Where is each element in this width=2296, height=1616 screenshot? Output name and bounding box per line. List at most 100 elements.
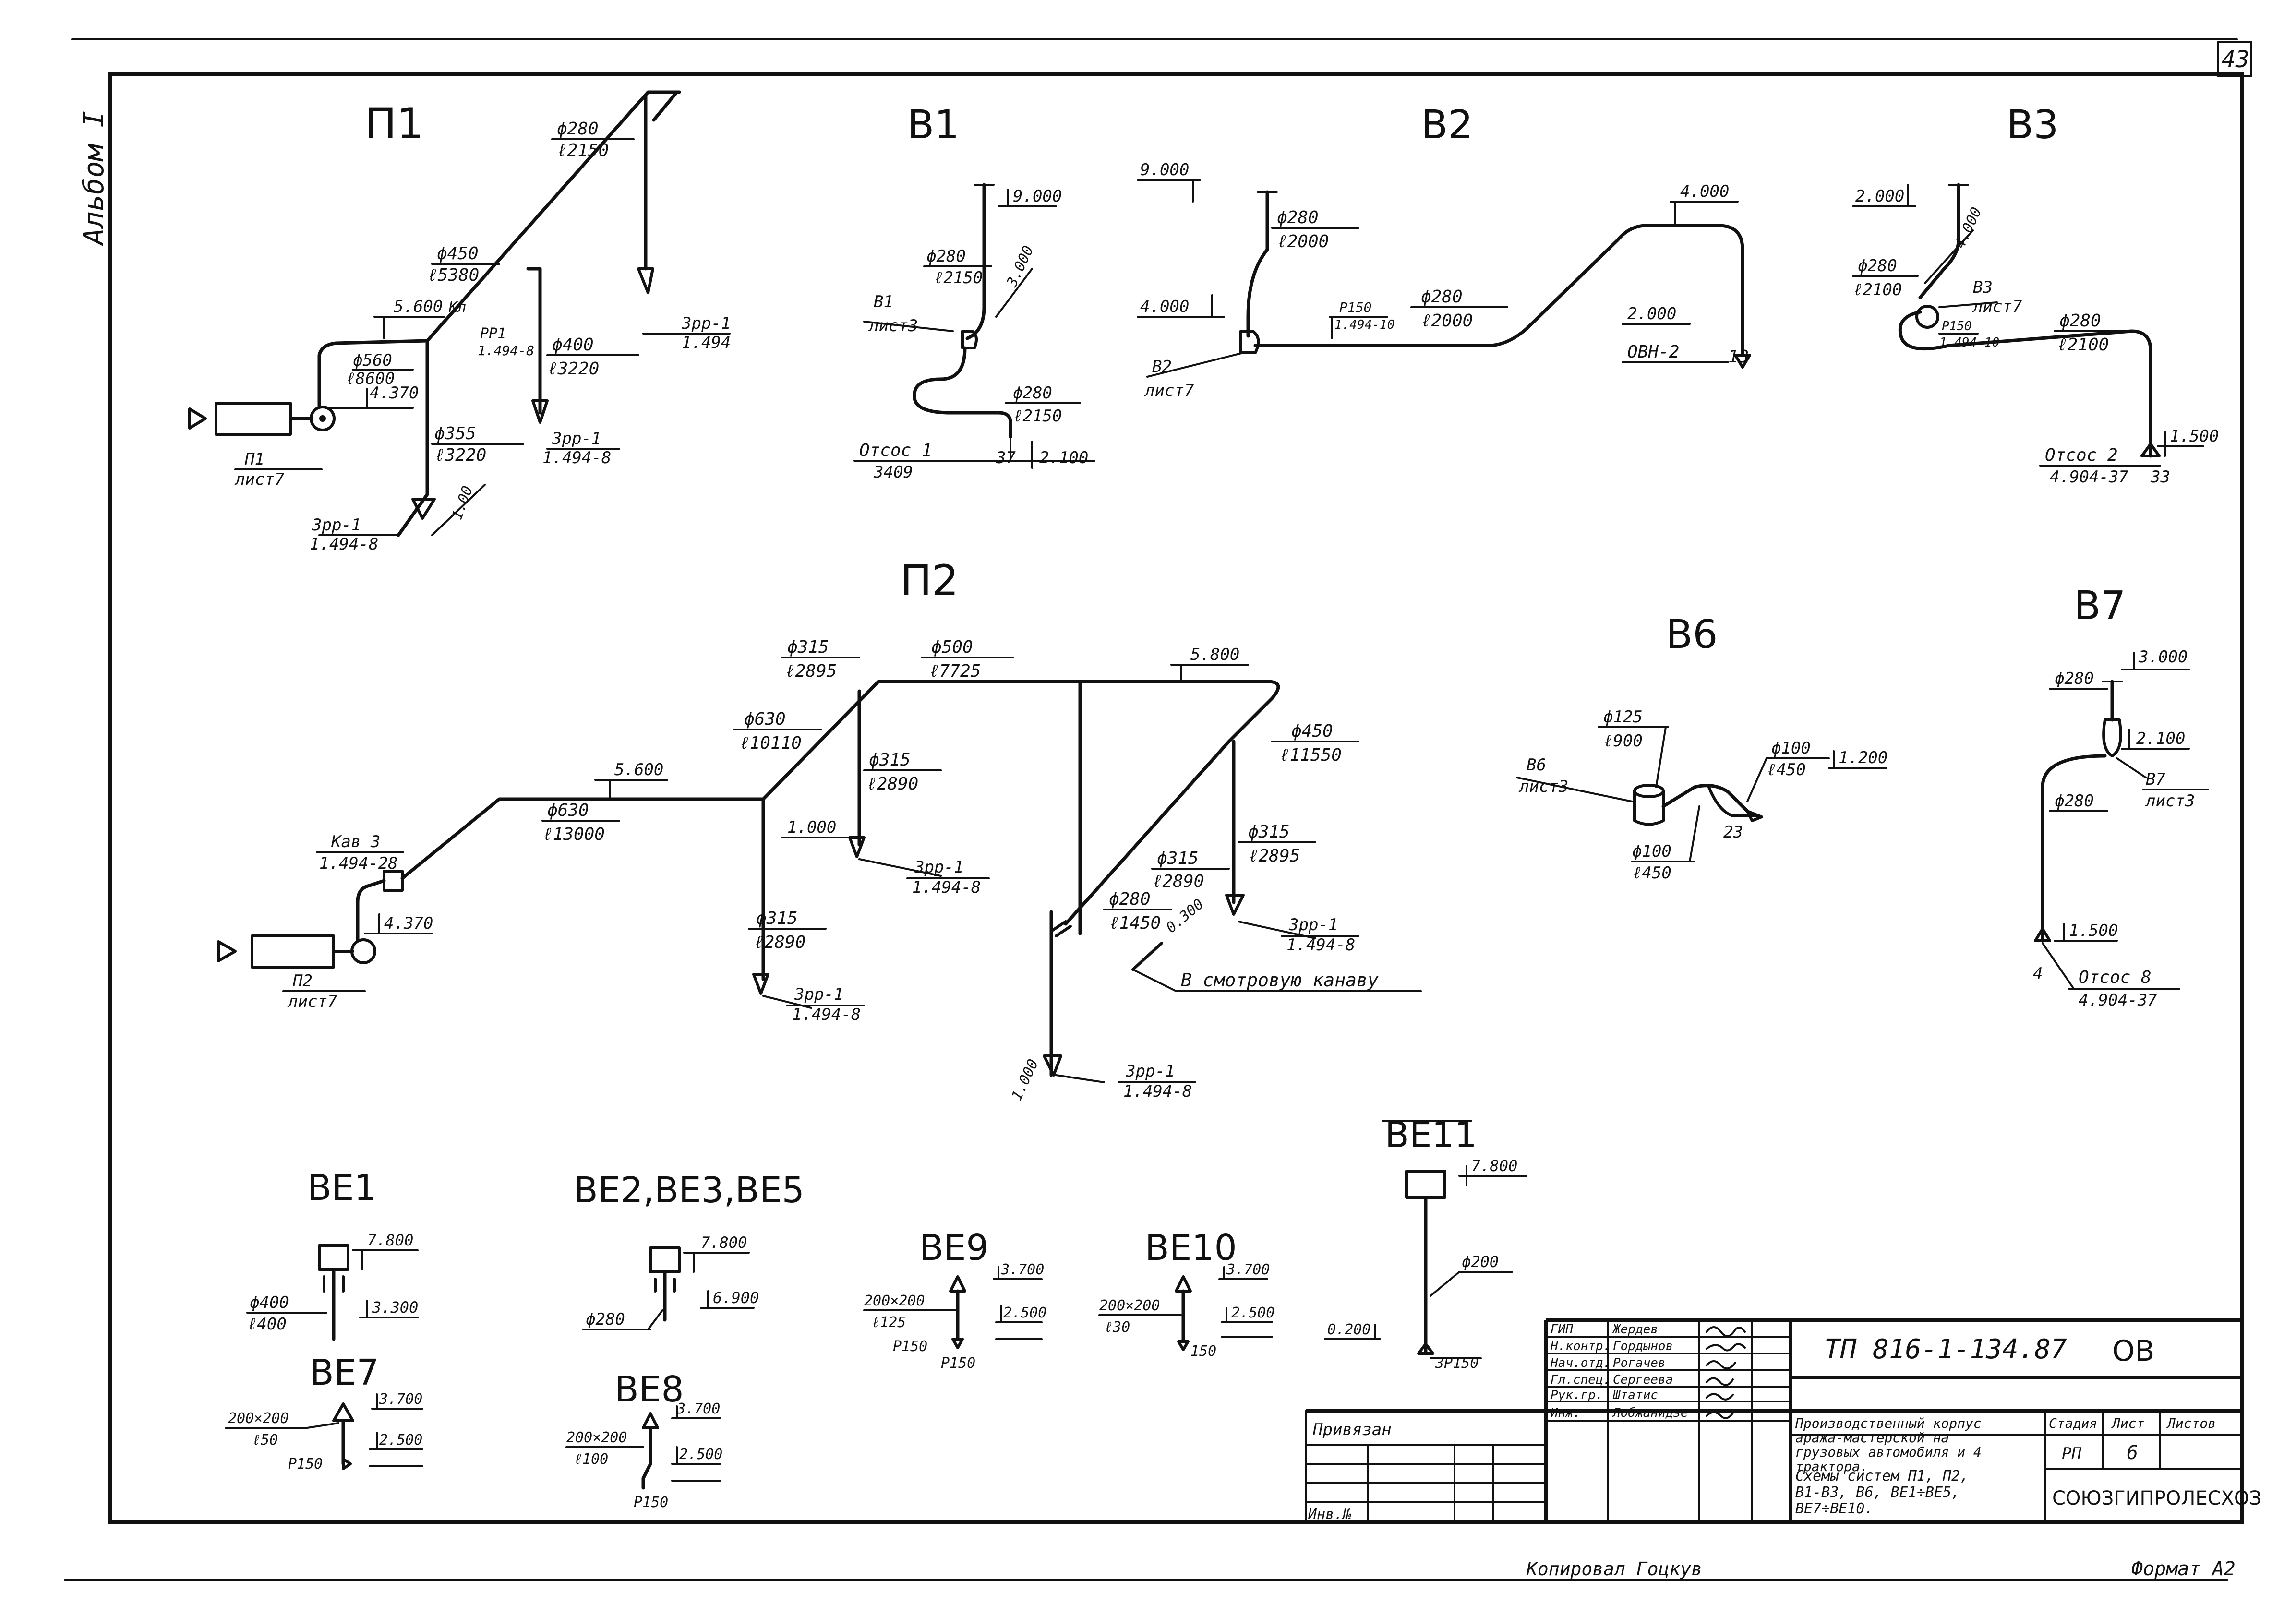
v7-e3000: 3.000 bbox=[2138, 647, 2188, 667]
v6-l900: ℓ900 bbox=[1603, 731, 1643, 751]
be235-e6900: 6.900 bbox=[713, 1289, 759, 1307]
v6-unit-label: В6 bbox=[1527, 755, 1546, 775]
p2-d315c: ϕ315 bbox=[1248, 822, 1290, 842]
sheet-frame bbox=[64, 38, 2252, 1581]
p2-l10110: ℓ10110 bbox=[739, 733, 802, 753]
v2-e4000a: 4.000 bbox=[1140, 297, 1189, 316]
p2-l2890a: ℓ2890 bbox=[866, 774, 918, 794]
system-be10-title: ВЕ10 bbox=[1145, 1227, 1237, 1269]
v6-l450a: ℓ450 bbox=[1767, 760, 1806, 779]
v2-unit-label: В2 bbox=[1152, 357, 1172, 376]
p2-kav: Кав 3 bbox=[331, 832, 380, 851]
p2-unit-label: П2 bbox=[292, 971, 313, 991]
p1-l5380: ℓ5380 bbox=[427, 265, 479, 285]
v6-d125: ϕ125 bbox=[1603, 707, 1643, 727]
v3-p150-code: 1.494-10 bbox=[1939, 335, 1999, 350]
v3-e2000: 2.000 bbox=[1855, 187, 1904, 206]
v3-p150: Р150 bbox=[1942, 319, 1972, 334]
p1-e100: 1.00 bbox=[449, 484, 477, 522]
v2-e2000: 2.000 bbox=[1627, 304, 1676, 323]
v3-fan-icon bbox=[1915, 305, 1939, 329]
title-block bbox=[1305, 1318, 2243, 1523]
stamp-sheets-label: Листов bbox=[2166, 1415, 2216, 1431]
p1-zrp-top: 3рр-1 bbox=[681, 314, 731, 333]
p2-d315e: ϕ315 bbox=[756, 909, 798, 928]
v1-e2100: 2.100 bbox=[1039, 448, 1088, 467]
v7-sheet-label: лист3 bbox=[2145, 791, 2195, 811]
be1-e7800: 7.800 bbox=[367, 1231, 413, 1249]
be8-e3700: 3.700 bbox=[676, 1401, 720, 1417]
system-v6-title: В6 bbox=[1666, 612, 1718, 658]
system-p2: П2 ϕ315 ℓ2895 ϕ500 ℓ7725 5.800 ϕ630 ℓ101… bbox=[217, 556, 1422, 1103]
system-be235: ВЕ2,ВЕ3,ВЕ5 7.800 6.900 ϕ280 bbox=[574, 1170, 805, 1330]
stamp-section: ОВ bbox=[2112, 1334, 2154, 1368]
p2-d500: ϕ500 bbox=[931, 637, 973, 657]
v6-roof-fan-icon bbox=[1633, 784, 1665, 798]
stamp-role-4: Рук.гр. bbox=[1551, 1388, 1603, 1402]
v3-e1500: 1.500 bbox=[2170, 427, 2219, 446]
v2-d280a: ϕ280 bbox=[1277, 208, 1319, 227]
format-label: Формат А2 bbox=[2131, 1558, 2236, 1580]
stamp-role-5: Инж. bbox=[1550, 1406, 1581, 1420]
p2-l2890b: ℓ2890 bbox=[1152, 872, 1204, 891]
stamp-project-title: Производственный корпус аража-мастерской… bbox=[1795, 1415, 1990, 1474]
v1-otsos-code: 3409 bbox=[873, 463, 913, 482]
system-v3: В3 2.000 4.000 ϕ280 ℓ2100 В3 лист7 Р150 … bbox=[1852, 102, 2219, 487]
v1-unit-label: В1 bbox=[874, 292, 893, 311]
p2-l1450: ℓ1450 bbox=[1109, 913, 1161, 933]
v3-otsos: Отсос 2 bbox=[2045, 445, 2118, 465]
p2-kav-code: 1.494-28 bbox=[319, 854, 398, 873]
stamp-role-0: ГИП bbox=[1551, 1322, 1573, 1337]
system-v7-title: В7 bbox=[2074, 583, 2126, 629]
v3-d280b: ϕ280 bbox=[2059, 311, 2101, 331]
v7-n4: 4 bbox=[2033, 964, 2043, 983]
p2-l11550: ℓ11550 bbox=[1279, 745, 1342, 765]
stamp-name-3: Сергеева bbox=[1613, 1373, 1673, 1387]
be10-size: 200×200 bbox=[1099, 1297, 1160, 1314]
p2-fan-unit bbox=[251, 934, 335, 969]
system-be1: ВЕ1 7.800 ϕ400 ℓ400 3.300 bbox=[246, 1167, 419, 1341]
p1-d355: ϕ355 bbox=[434, 424, 476, 443]
p1-zrp-mid: 3рр-1 bbox=[552, 429, 601, 448]
p2-l2895a: ℓ2895 bbox=[785, 661, 837, 681]
p1-rp1-code: 1.494-8 bbox=[478, 343, 534, 359]
p1-rp1: РР1 bbox=[480, 325, 506, 342]
p2-zrp3: 3рр-1 bbox=[794, 985, 843, 1004]
be10-e3700: 3.700 bbox=[1226, 1261, 1270, 1278]
p1-unit-label: П1 bbox=[244, 450, 264, 469]
stamp-role-1: Н.контр. bbox=[1550, 1339, 1611, 1353]
stamp-name-5: Лобжанидзе bbox=[1612, 1406, 1688, 1420]
system-v2-title: В2 bbox=[1421, 102, 1473, 148]
p1-fan-unit bbox=[215, 402, 292, 436]
p2-e5800: 5.800 bbox=[1190, 645, 1239, 664]
p1-zrp-bot: 3рр-1 bbox=[312, 515, 361, 535]
system-be7-title: ВЕ7 bbox=[310, 1352, 379, 1393]
p1-d400: ϕ400 bbox=[552, 335, 594, 355]
p2-d450: ϕ450 bbox=[1291, 721, 1333, 741]
system-be8-title: ВЕ8 bbox=[614, 1369, 684, 1410]
p2-l7725: ℓ7725 bbox=[929, 661, 981, 681]
v3-otsos-code: 4.904-37 bbox=[2050, 467, 2128, 487]
stamp-privyazan: Привязан bbox=[1312, 1420, 1392, 1439]
stamp-code: ТП 816-1-134.87 bbox=[1824, 1334, 2067, 1365]
system-p1-title: П1 bbox=[365, 99, 423, 148]
p1-e5600: 5.600 bbox=[394, 297, 443, 316]
v6-d100b: ϕ100 bbox=[1632, 842, 1671, 861]
be7-p150: Р150 bbox=[288, 1456, 323, 1472]
be235-d280: ϕ280 bbox=[586, 1310, 625, 1329]
v2-p150: Р150 bbox=[1339, 299, 1371, 315]
stamp-name-2: Рогачев bbox=[1613, 1356, 1666, 1370]
v3-d280a: ϕ280 bbox=[1858, 256, 1897, 275]
v3-sheet-label: лист7 bbox=[1972, 297, 2022, 316]
p1-d280: ϕ280 bbox=[557, 119, 599, 139]
p1-kl: Кл bbox=[448, 299, 466, 316]
stamp-inv: Инв.№ bbox=[1308, 1506, 1351, 1523]
p2-sheet-label: лист7 bbox=[287, 992, 337, 1011]
p2-e1000b: 1.000 bbox=[1009, 1057, 1042, 1103]
v3-n33: 33 bbox=[2150, 467, 2170, 487]
system-v7: В7 3.000 ϕ280 2.100 В7 лист3 ϕ280 1.500 … bbox=[2033, 583, 2209, 1010]
p1-zrp-mid-code: 1.494-8 bbox=[542, 448, 611, 467]
v1-d280b: ϕ280 bbox=[1013, 383, 1052, 403]
p1-l3220b: ℓ3220 bbox=[434, 445, 486, 465]
